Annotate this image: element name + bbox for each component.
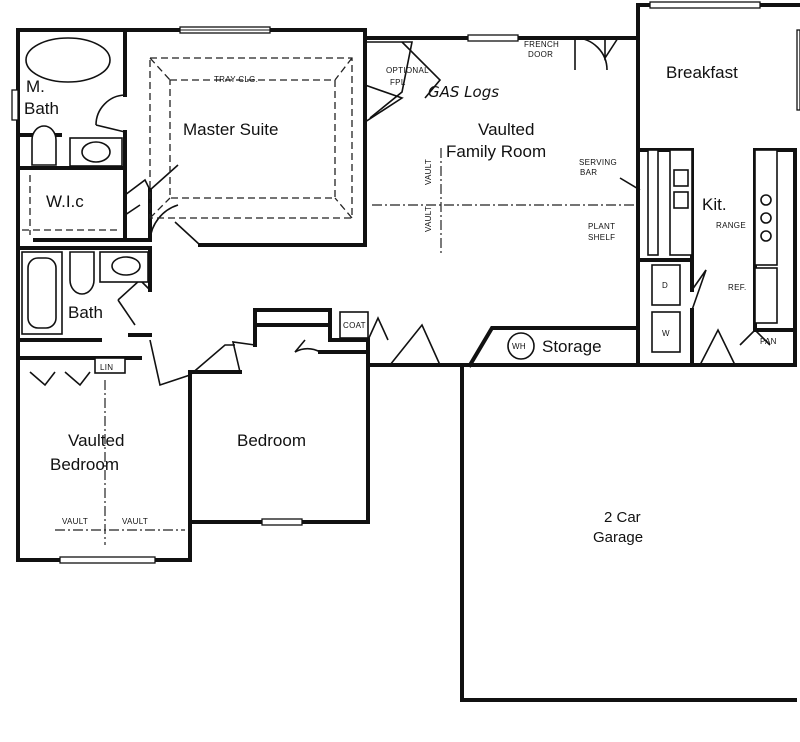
- bathtub-inner: [27, 257, 57, 329]
- water-heater: [507, 332, 535, 360]
- vault-lines: [55, 148, 641, 545]
- refrigerator-label: REF.: [728, 283, 747, 292]
- master-toilet: [31, 125, 57, 166]
- family-room-label-1: Vaulted: [478, 120, 534, 139]
- gas-logs-note: GAS Logs: [428, 83, 499, 101]
- plant-shelf-label-2: SHELF: [588, 233, 615, 242]
- bath-label: Bath: [68, 303, 103, 322]
- windows: [11, 1, 800, 564]
- family-room-label-2: Family Room: [446, 142, 546, 161]
- tray-ceiling-label: TRAY CLG.: [214, 75, 258, 84]
- french-door-label-2: DOOR: [528, 50, 553, 59]
- washer: [651, 311, 681, 353]
- kitchen-sink-left: [673, 169, 689, 187]
- master-bath-label-2: Bath: [24, 99, 59, 118]
- exterior-walls: [16, 3, 800, 702]
- range-label: RANGE: [716, 221, 746, 230]
- kitchen-label: Kit.: [702, 195, 727, 214]
- room-labels: M. Bath TRAY CLG. Master Suite W.I.c OPT…: [24, 40, 777, 546]
- pantry-label: PAN: [760, 337, 777, 346]
- optional-fpl-label-1: OPTIONAL: [386, 66, 429, 75]
- french-door-label-1: FRENCH: [524, 40, 559, 49]
- master-sink: [81, 141, 111, 163]
- bedroom-label: Bedroom: [237, 431, 306, 450]
- breakfast-label: Breakfast: [666, 63, 738, 82]
- tray-ceiling: [149, 57, 353, 219]
- walk-in-closet-label: W.I.c: [46, 192, 84, 211]
- kitchen-sink-right: [673, 191, 689, 209]
- coat-closet: [339, 311, 369, 339]
- coat-label: COAT: [343, 321, 366, 330]
- linen-label: LIN: [100, 363, 113, 372]
- doors: [29, 37, 771, 387]
- garage-label-1: 2 Car: [604, 509, 641, 526]
- master-bath-label-1: M.: [26, 77, 45, 96]
- kitchen-range-counter: [754, 149, 778, 266]
- vault-left-label: VAULT: [62, 517, 88, 526]
- serving-bar-label-1: SERVING: [579, 158, 617, 167]
- vault-right-label: VAULT: [122, 517, 148, 526]
- dryer: [651, 264, 681, 306]
- bath-sink: [111, 256, 141, 276]
- optional-fpl-label-2: FPL: [390, 78, 406, 87]
- serving-bar-label-2: BAR: [580, 168, 597, 177]
- bath-toilet: [69, 251, 95, 295]
- plant-shelf-label-1: PLANT: [588, 222, 615, 231]
- storage-label: Storage: [542, 337, 602, 356]
- vaulted-bedroom-label-1: Vaulted: [68, 431, 124, 450]
- linen-closet: [94, 357, 126, 374]
- master-suite-label: Master Suite: [183, 120, 278, 139]
- washer-label: W: [662, 329, 670, 338]
- vault-vertical-label-2: VAULT: [424, 206, 433, 232]
- garage-label-2: Garage: [593, 529, 643, 546]
- fixtures: [21, 37, 778, 374]
- vaulted-bedroom-label-2: Bedroom: [50, 455, 119, 474]
- refrigerator: [754, 267, 778, 324]
- serving-bar: [647, 149, 659, 256]
- vault-vertical-label-1: VAULT: [424, 159, 433, 185]
- water-heater-label: WH: [512, 342, 526, 351]
- dryer-label: D: [662, 281, 668, 290]
- master-bathtub: [25, 37, 111, 83]
